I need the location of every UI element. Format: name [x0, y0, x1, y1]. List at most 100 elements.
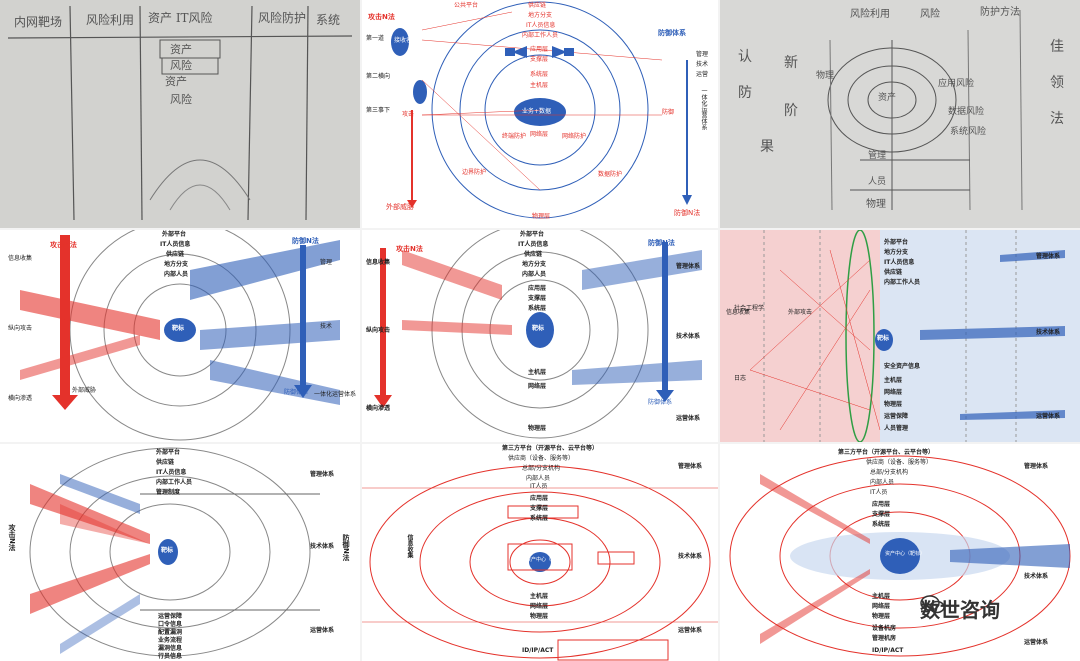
right-6-3: 运营体系	[678, 627, 703, 634]
diagram-rings-7	[729, 455, 1071, 657]
bottom-4-6: 人员管理	[884, 425, 909, 432]
right-2-2: 技术	[320, 323, 333, 330]
ring-6-2: 支撑层	[530, 505, 549, 512]
top-5-4: 内部工作人员	[156, 479, 193, 486]
right-6-1: 管理体系	[678, 463, 703, 470]
sketch2-header-3: 防护方法	[980, 7, 1020, 18]
top-4-2: 地方分支	[884, 249, 909, 256]
defense-label-1: 防御	[662, 109, 675, 116]
right-4-3: 运营体系	[1036, 413, 1061, 420]
left-2-3: 横向渗透	[8, 395, 33, 402]
wechat-icon	[920, 595, 945, 614]
right-4-1: 管理体系	[1036, 253, 1061, 260]
bottom-4-4: 物理层	[884, 401, 903, 408]
sketch-item-3: 资产	[165, 75, 187, 88]
ring-label-1: 终端防护	[502, 133, 527, 140]
ring-7-4: 主机层	[872, 593, 891, 600]
top2-6-3: 内部人员	[526, 475, 551, 482]
sketch2-ring-4: 系统风险	[950, 127, 987, 137]
defense-title-2: 防御N法	[292, 237, 319, 245]
top-6: 第三方平台（开源平台、云平台等）	[502, 445, 599, 452]
bottom-7-3: ID/IP/ACT	[872, 647, 904, 654]
attack-label-1: 攻击	[402, 111, 415, 118]
ring-3-2: 支撑层	[528, 295, 547, 302]
left-label-3: 第三事下	[366, 107, 391, 114]
top-2-5: 内部人员	[164, 271, 189, 278]
right-3-3: 运营体系	[676, 415, 701, 422]
center-4: 靶标	[877, 335, 890, 342]
sketch-col-1: 内网靶场	[14, 15, 63, 29]
sketch2-left-4: 阶	[784, 103, 798, 119]
sketch2-left-1: 认	[738, 49, 752, 65]
bottom-4-5: 运营保障	[884, 413, 909, 420]
bottom-5-3: 配置漏洞	[158, 629, 183, 636]
diagram-tile-2: 攻击N法 防御N法 信息收集 纵向攻击 横向渗透 外部威胁 管理 技术 一体化运…	[0, 230, 360, 442]
right-7-1: 管理体系	[1024, 463, 1049, 470]
defense-bottom-2: 防御体系	[284, 389, 309, 396]
sketch2-ring-2: 应用风险	[938, 79, 975, 89]
top-2-3: 供应链	[166, 251, 185, 258]
internal-staff: 内部工作人员	[522, 32, 559, 39]
left-2-4: 外部威胁	[72, 387, 97, 394]
top-5-1: 外部平台	[156, 449, 181, 456]
top-3-1: 外部平台	[520, 231, 545, 238]
ring-7-2: 支撑层	[872, 511, 891, 518]
ring-7-6: 物理层	[872, 613, 891, 620]
right-6-2: 技术体系	[678, 553, 703, 560]
host-layer-1: 主机层	[530, 82, 549, 89]
outside-threat: 外部威胁	[386, 203, 414, 211]
sketch2-left-2: 新	[784, 55, 798, 71]
top-2-2: IT人员信息	[160, 241, 191, 248]
left-3-3: 横向渗透	[366, 405, 391, 412]
sketch2-right-2: 领	[1050, 75, 1064, 91]
left-6: 信息收集	[406, 534, 413, 558]
supply-chain: 供应链	[528, 2, 547, 9]
bottom-5-5: 漏洞信息	[158, 645, 183, 652]
diagram-tile-7: 第三方平台（开源平台、云平台等） 供应商（设备、服务等） 总部/分支机构 内部人…	[720, 444, 1080, 661]
watermark: 数世咨询	[920, 594, 1000, 623]
top2-6-2: 总部/分支机构	[522, 465, 561, 472]
sketch-col-4: 风险防护	[258, 11, 307, 25]
center-7: 资产中心（靶标）	[885, 551, 926, 557]
sketch2-ring-6: 管理	[868, 151, 887, 161]
diagram-tile-3: 攻击N法 防御N法 信息收集 纵向攻击 横向渗透 管理体系 技术体系 运营体系 …	[362, 230, 718, 442]
ring-7-1: 应用层	[872, 501, 891, 508]
ring-label-3: 边界防护	[462, 169, 487, 176]
right-5-1: 管理体系	[310, 471, 335, 478]
sketch-col-3: 资产 IT风险	[148, 11, 213, 25]
bottom-5-4: 业务流程	[158, 637, 183, 644]
bottom-5-1: 运营保障	[158, 613, 183, 620]
top2-7-3: 内部人员	[870, 479, 895, 486]
left-4-4: 日志	[734, 375, 747, 382]
system-layer-1: 系统层	[530, 71, 549, 78]
sketch2-ring-1: 资产	[878, 93, 897, 103]
diagram-rings-3	[374, 230, 702, 439]
attack-title-3: 攻击N法	[396, 245, 423, 253]
right-4-2: 技术体系	[1036, 329, 1061, 336]
center-label-1: 业务+数据	[522, 108, 552, 115]
ring-6-1: 应用层	[530, 495, 549, 502]
ring-6-3: 系统层	[530, 515, 549, 522]
bottom-4-3: 网络层	[884, 389, 903, 396]
top-7: 第三方平台（开源平台、云平台等）	[838, 449, 935, 456]
ring-6-4: 主机层	[530, 593, 549, 600]
ring-label-2: 网络防护	[562, 133, 587, 140]
bottom-7-1: 设备机房	[872, 625, 897, 632]
top-5-2: 供应链	[156, 459, 175, 466]
receive-label: 接收者	[394, 37, 413, 44]
left-3-1: 信息收集	[366, 259, 391, 266]
top-2-4: 地方分支	[164, 261, 189, 268]
center-3: 靶标	[532, 325, 545, 332]
sketch2-header-1: 风险利用	[850, 9, 890, 20]
top-3-5: 内部人员	[522, 271, 547, 278]
sketch2-right-3: 法	[1050, 111, 1064, 127]
ring-3-3: 系统层	[528, 305, 547, 312]
top2-7-2: 总部/分支机构	[870, 469, 909, 476]
sketch-rings	[827, 9, 1023, 211]
diagram-bg-4	[720, 230, 1080, 442]
defense-bottom-3: 防御体系	[648, 399, 673, 406]
sketch-col-2: 风险利用	[86, 13, 135, 27]
sketch2-bottom: 物理	[866, 199, 886, 210]
sketch2-right-1: 佳	[1050, 39, 1064, 55]
top-3-3: 供应链	[524, 251, 543, 258]
